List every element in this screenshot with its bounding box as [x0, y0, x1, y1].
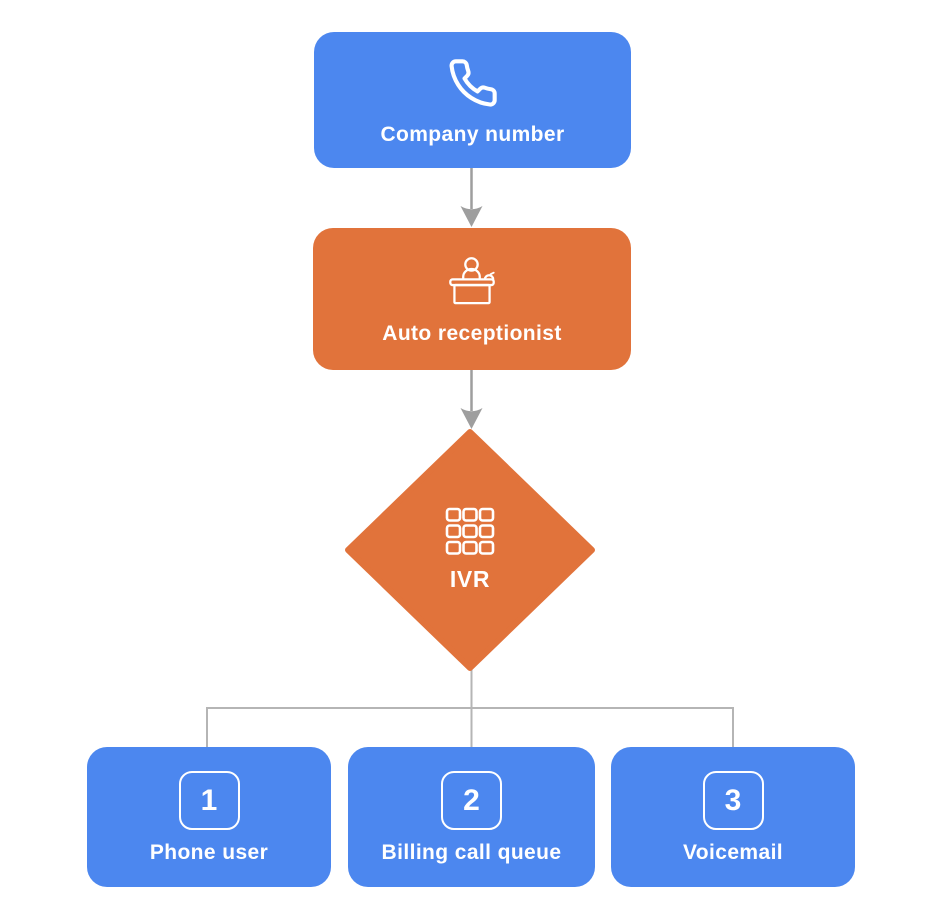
edge-receptionist-to-ivr — [460, 370, 483, 429]
node-label-voicemail: Voicemail — [682, 841, 784, 864]
node-company-number: Company number — [314, 32, 631, 168]
node-ivr: IVR — [347, 431, 593, 669]
edge-company-to-receptionist — [460, 168, 483, 227]
node-phone-user: 1 Phone user — [87, 747, 331, 887]
keycap-3-digit: 3 — [724, 783, 742, 817]
phone-icon — [449, 59, 497, 107]
keycap-2-digit: 2 — [463, 783, 480, 817]
keycap-1-icon: 1 — [178, 771, 240, 830]
keycap-1-digit: 1 — [200, 783, 218, 817]
node-ivr-diamond-shape — [345, 429, 595, 671]
node-label-phone-user: Phone user — [149, 841, 269, 864]
node-auto-receptionist: Auto receptionist — [313, 228, 631, 370]
keypad-icon — [445, 507, 495, 555]
node-label-billing-call-queue: Billing call queue — [381, 841, 562, 864]
node-label-ivr: IVR — [449, 566, 491, 592]
node-label-company-number: Company number — [380, 123, 565, 146]
keycap-3-icon: 3 — [702, 771, 764, 830]
node-voicemail: 3 Voicemail — [611, 747, 855, 887]
keycap-2-icon: 2 — [441, 771, 502, 830]
node-label-auto-receptionist: Auto receptionist — [382, 322, 562, 345]
node-billing-call-queue: 2 Billing call queue — [348, 747, 595, 887]
receptionist-desk-icon — [449, 257, 495, 305]
edge-ivr-branches — [206, 666, 734, 747]
